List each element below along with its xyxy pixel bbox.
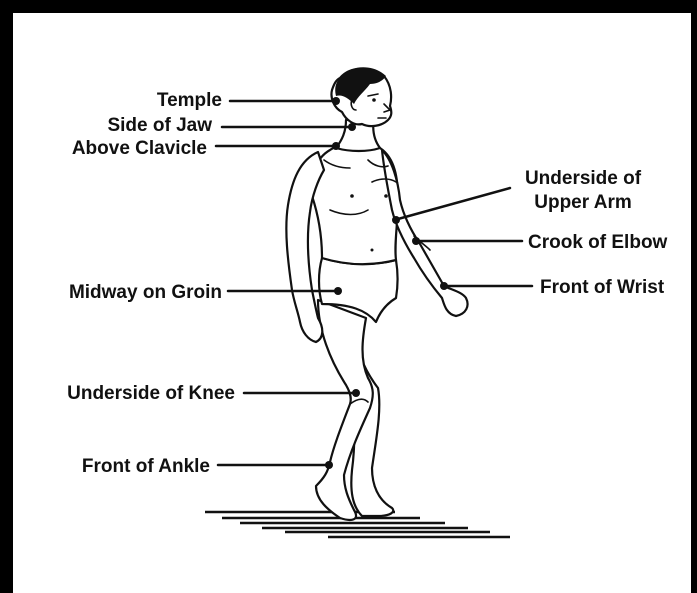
human-figure — [286, 67, 467, 520]
label-underside-upper-arm-2: Upper Arm — [534, 192, 631, 213]
label-front-of-ankle: Front of Ankle — [82, 456, 210, 477]
label-underside-of-knee: Underside of Knee — [67, 383, 235, 404]
label-temple: Temple — [157, 90, 222, 111]
floor-lines — [205, 512, 510, 537]
label-midway-on-groin: Midway on Groin — [69, 282, 222, 303]
label-side-of-jaw: Side of Jaw — [107, 115, 212, 136]
label-underside-upper-arm-1: Underside of — [525, 168, 642, 189]
label-front-of-wrist: Front of Wrist — [540, 277, 665, 298]
label-above-clavicle: Above Clavicle — [72, 138, 207, 159]
label-crook-of-elbow: Crook of Elbow — [528, 232, 668, 253]
